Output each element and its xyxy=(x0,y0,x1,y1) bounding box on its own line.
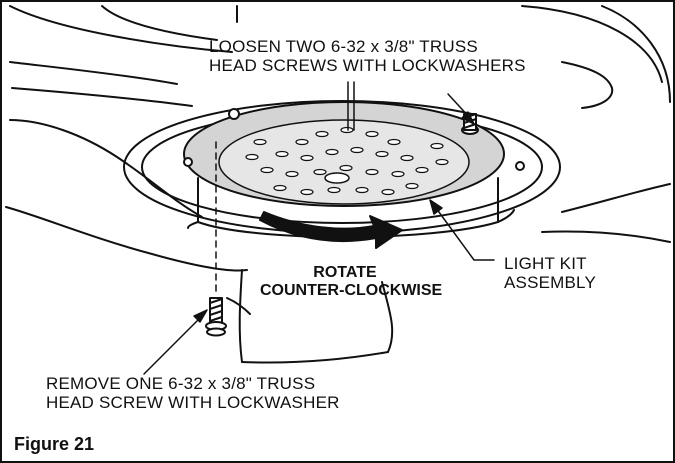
light-kit-dome xyxy=(183,81,525,207)
light-kit-callout-line1: LIGHT KIT xyxy=(504,254,587,273)
loosen-callout-line2: HEAD SCREWS WITH LOCKWASHERS xyxy=(209,56,526,75)
remove-callout-line2: HEAD SCREW WITH LOCKWASHER xyxy=(46,393,340,412)
remove-callout-line1: REMOVE ONE 6-32 x 3/8" TRUSS xyxy=(46,374,316,393)
rotate-callout: ROTATE COUNTER-CLOCKWISE xyxy=(260,264,443,300)
loosen-callout-line1: LOOSEN TWO 6-32 x 3/8" TRUSS xyxy=(209,37,478,56)
leader-lines xyxy=(143,93,495,375)
remove-screw-callout: REMOVE ONE 6-32 x 3/8" TRUSS HEAD SCREW … xyxy=(46,374,340,412)
rotate-callout-line1: ROTATE xyxy=(313,264,377,281)
loose-screw xyxy=(205,141,227,337)
loosen-screws-callout: LOOSEN TWO 6-32 x 3/8" TRUSS HEAD SCREWS… xyxy=(209,37,526,75)
figure-label: Figure 21 xyxy=(14,434,95,454)
fan-upper-housing xyxy=(9,5,671,109)
light-kit-callout-line2: ASSEMBLY xyxy=(504,273,596,292)
fan-body xyxy=(5,119,671,364)
light-kit-callout: LIGHT KIT ASSEMBLY xyxy=(504,254,596,292)
rotate-callout-line2: COUNTER-CLOCKWISE xyxy=(260,282,443,299)
rotate-arrow xyxy=(259,211,403,249)
